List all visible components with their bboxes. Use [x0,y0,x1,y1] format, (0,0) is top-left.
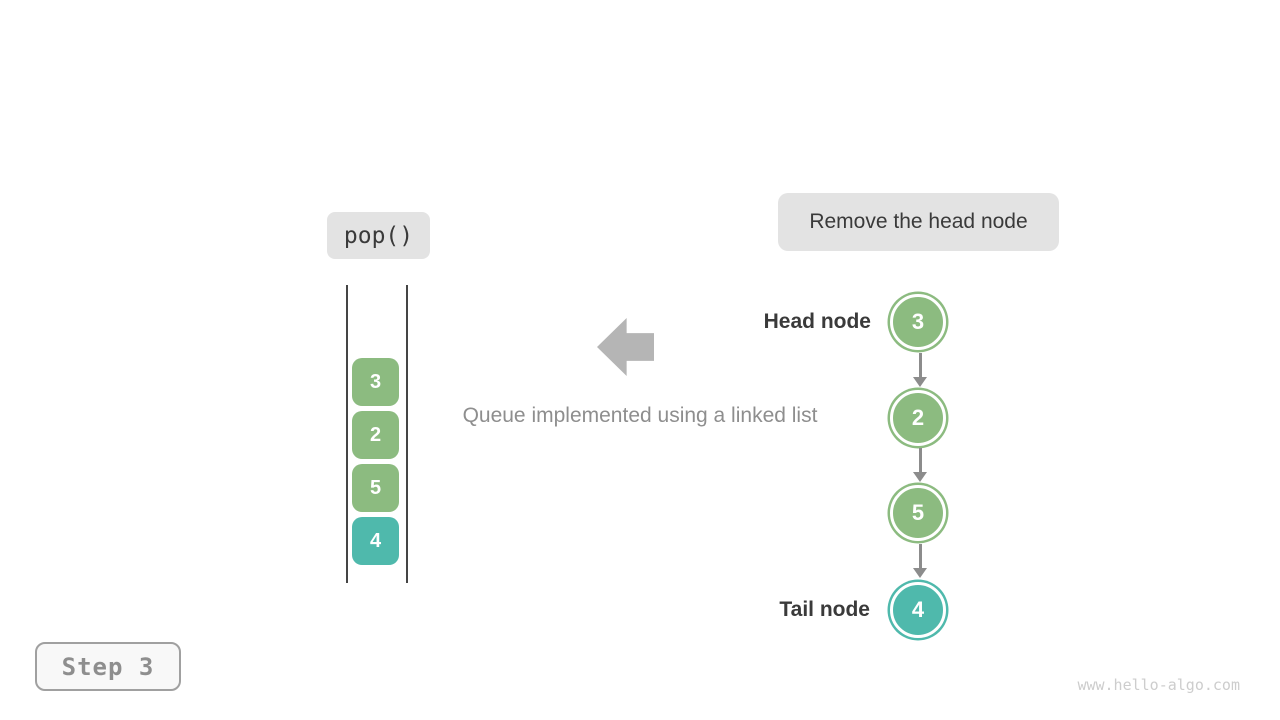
stack-item: 3 [352,358,399,406]
head-node-label: Head node [763,310,871,333]
caption-text: Queue implemented using a linked list [462,404,818,427]
stack-item: 5 [352,464,399,512]
arrow-shaft [918,353,922,378]
pop-operation-label: pop() [327,212,430,259]
arrow-head [913,377,927,387]
list-node: 3 [890,294,946,350]
step-badge: Step 3 [35,642,181,691]
down-arrow-icon [912,448,928,482]
stack-left-wall [346,285,348,583]
down-arrow-icon [912,544,928,578]
arrow-head [913,568,927,578]
tail-node-label: Tail node [779,598,870,621]
list-node: 4 [890,582,946,638]
stack-right-wall [406,285,408,583]
watermark: www.hello-algo.com [1077,676,1240,694]
remove-head-annotation: Remove the head node [778,193,1059,251]
list-node: 2 [890,390,946,446]
arrow-head [913,472,927,482]
list-node: 5 [890,485,946,541]
stack-item: 4 [352,517,399,565]
down-arrow-icon [912,353,928,387]
stack-item: 2 [352,411,399,459]
arrow-shaft [918,544,922,569]
arrow-shaft [918,448,922,473]
